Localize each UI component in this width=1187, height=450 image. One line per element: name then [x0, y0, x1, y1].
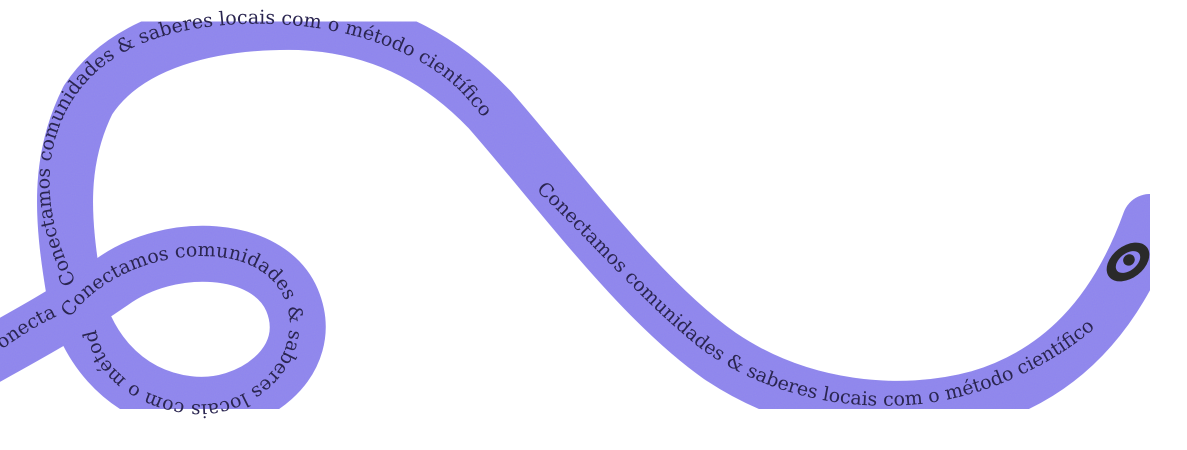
- ribbon-body: [0, 0, 1178, 437]
- ribbon-stroke: [0, 0, 1178, 437]
- eye-logo-icon: [1106, 242, 1150, 282]
